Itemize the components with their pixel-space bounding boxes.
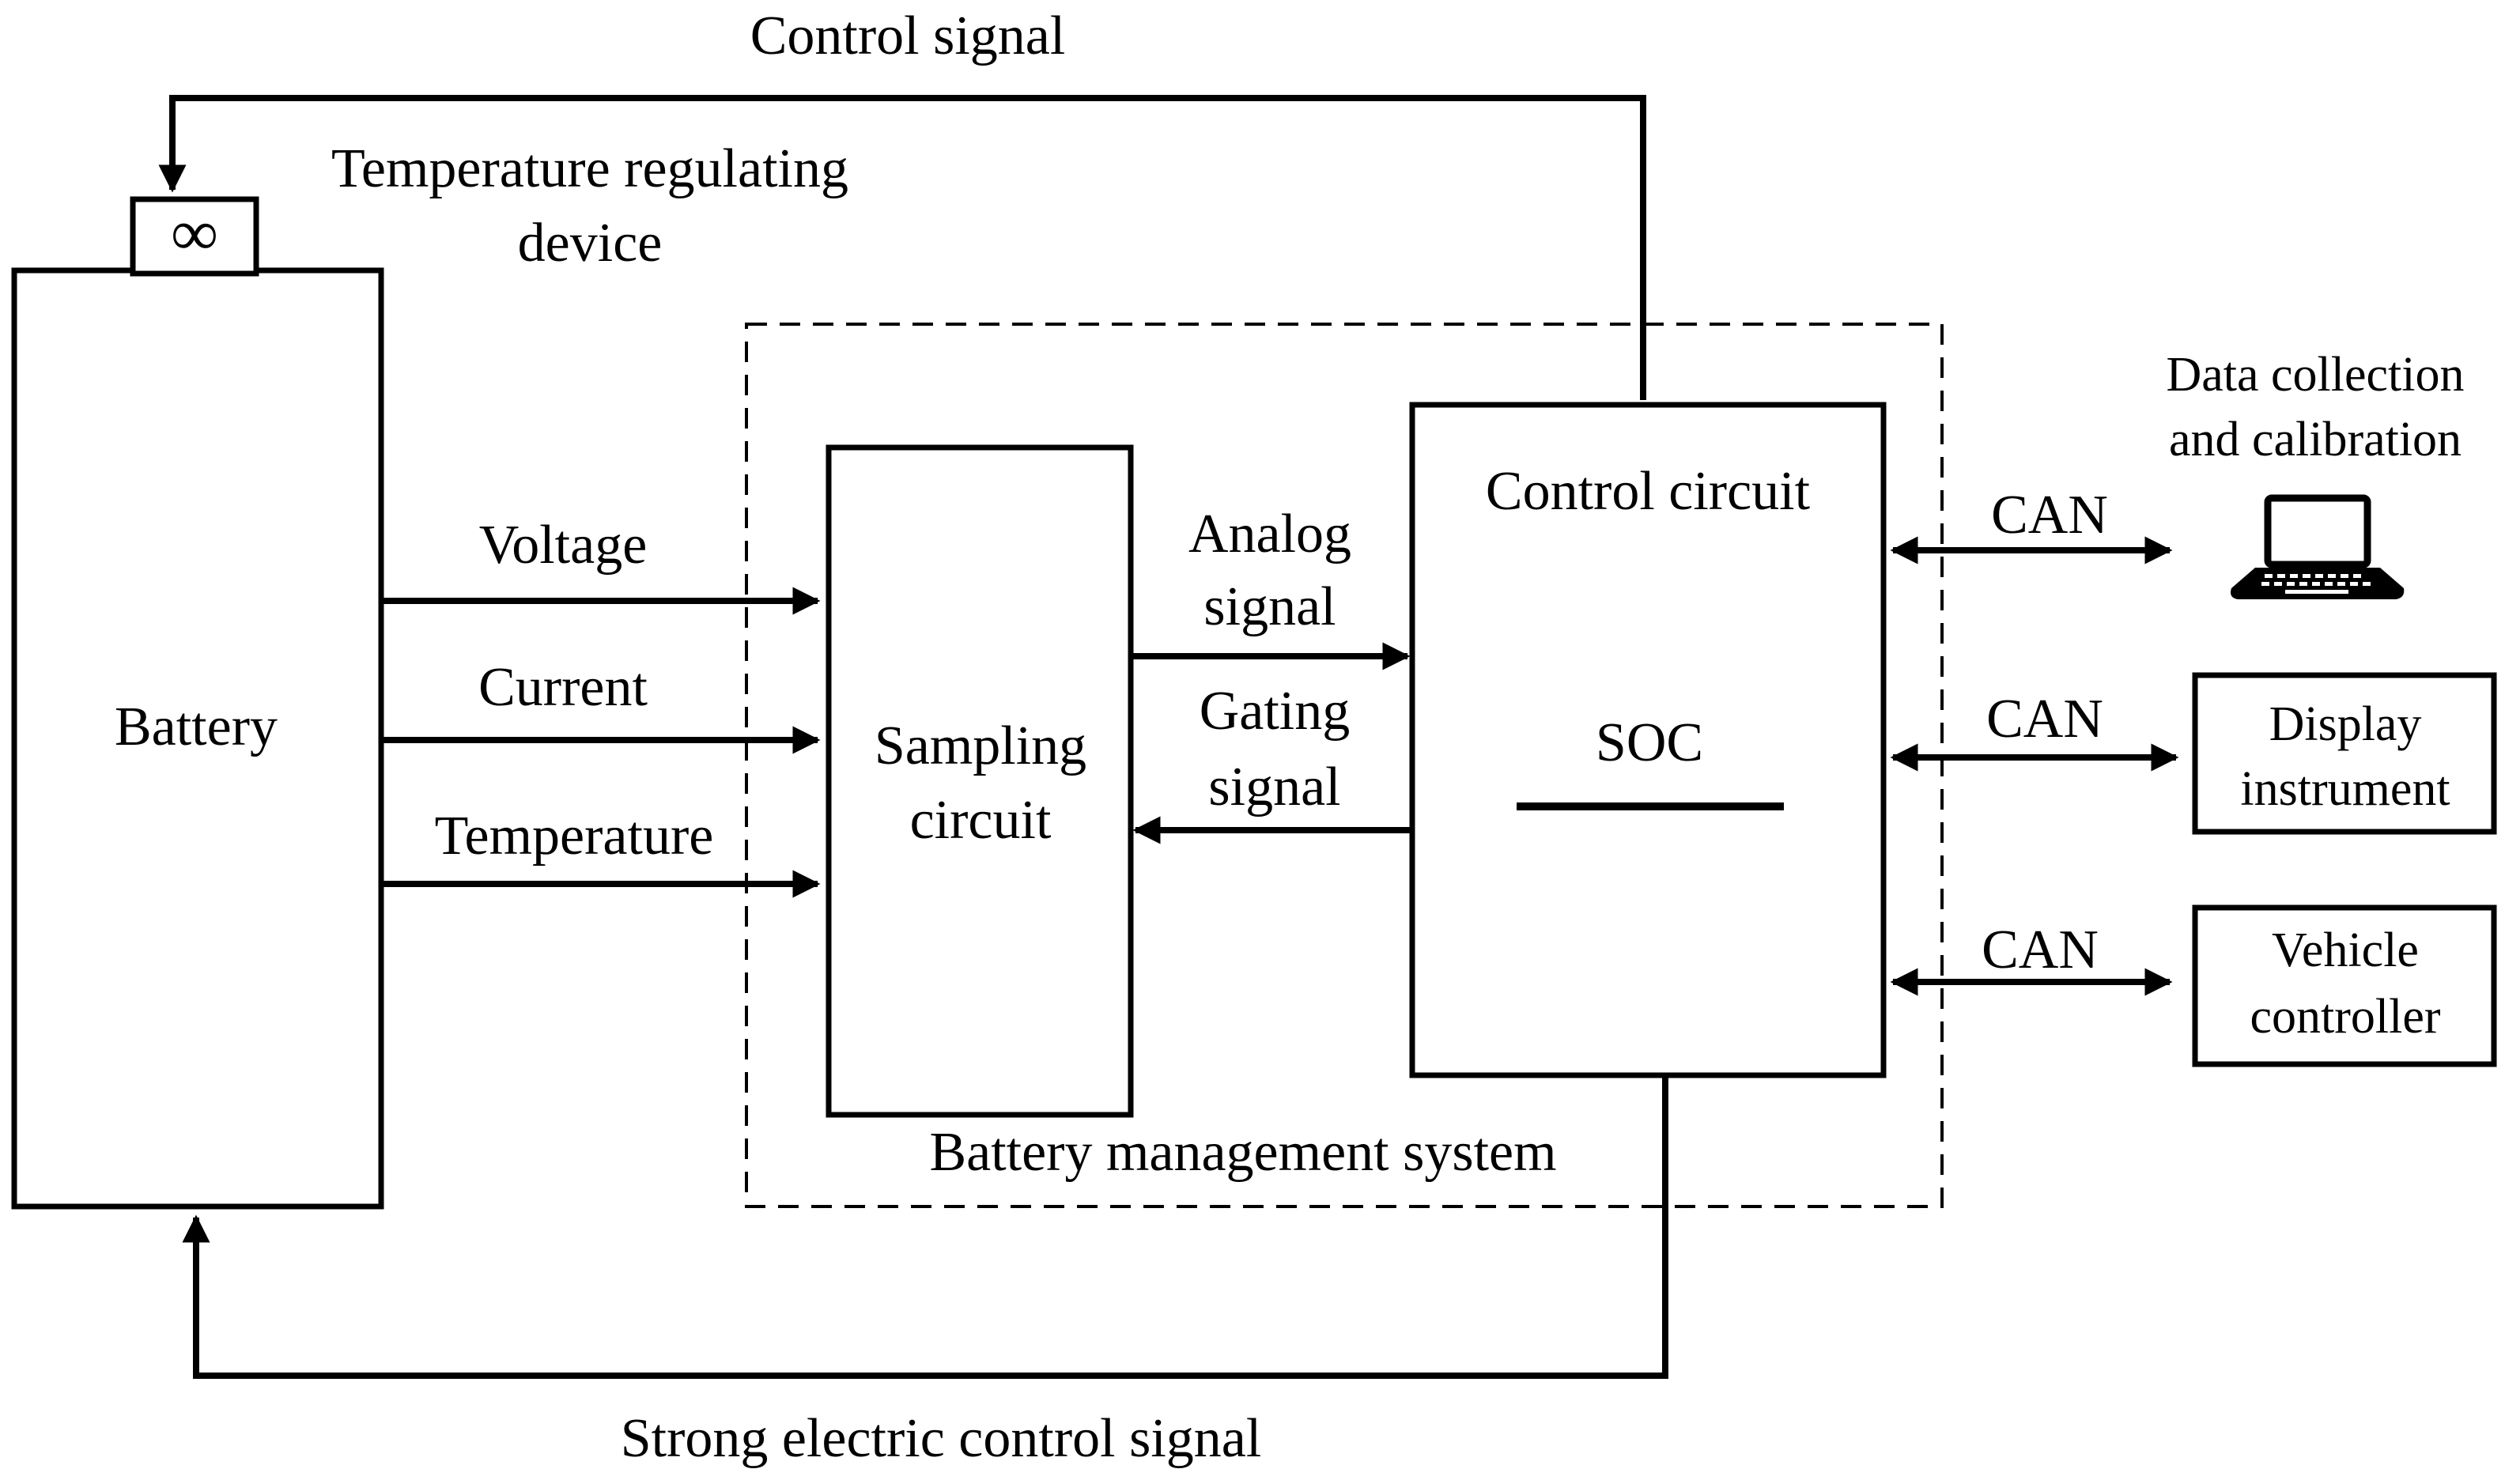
data-collection-label-line1: Data collection — [2167, 348, 2465, 402]
display-instrument-box — [2192, 672, 2497, 835]
current-label: Current — [478, 657, 648, 718]
vehicle-controller-box — [2192, 904, 2497, 1067]
temperature-label: Temperature — [435, 806, 714, 867]
analog-signal-label-line1: Analog — [1188, 504, 1351, 565]
can-label-3: CAN — [1982, 919, 2099, 980]
sampling-circuit-label-line2: circuit — [910, 790, 1052, 851]
can-label-2: CAN — [1986, 689, 2103, 750]
gating-signal-label-line1: Gating — [1200, 681, 1351, 742]
control-signal-label: Control signal — [750, 6, 1066, 66]
strong-control-signal-line — [182, 1075, 1668, 1379]
vehicle-controller-label-line1: Vehicle — [2272, 923, 2419, 977]
temperature-regulating-device-label-line2: device — [518, 213, 663, 274]
voltage-label: Voltage — [479, 515, 648, 576]
can-label-1: CAN — [1991, 485, 2108, 546]
data-collection-label-line2: and calibration — [2169, 413, 2462, 466]
display-instrument-label-line1: Display — [2269, 697, 2422, 751]
laptop-icon — [2231, 494, 2405, 599]
analog-signal-label-line2: signal — [1203, 576, 1336, 637]
soc-label: SOC — [1596, 712, 1703, 773]
bms-label: Battery management system — [929, 1122, 1556, 1183]
temperature-regulating-device-box — [130, 196, 259, 277]
sampling-circuit-box — [826, 444, 1134, 1118]
control-circuit-label: Control circuit — [1486, 461, 1811, 522]
strong-control-signal-label: Strong electric control signal — [621, 1408, 1262, 1469]
battery-box — [11, 267, 384, 1210]
gating-signal-label-line2: signal — [1208, 757, 1340, 818]
temperature-regulating-device-label-line1: Temperature regulating — [331, 138, 848, 199]
infinity-icon: ∞ — [172, 197, 217, 269]
control-signal-line — [158, 95, 1646, 400]
sampling-circuit-label-line1: Sampling — [875, 716, 1086, 776]
display-instrument-label-line2: instrument — [2240, 762, 2450, 816]
vehicle-controller-label-line2: controller — [2250, 990, 2440, 1044]
control-circuit-box — [1409, 402, 1887, 1078]
battery-label: Battery — [115, 697, 278, 757]
